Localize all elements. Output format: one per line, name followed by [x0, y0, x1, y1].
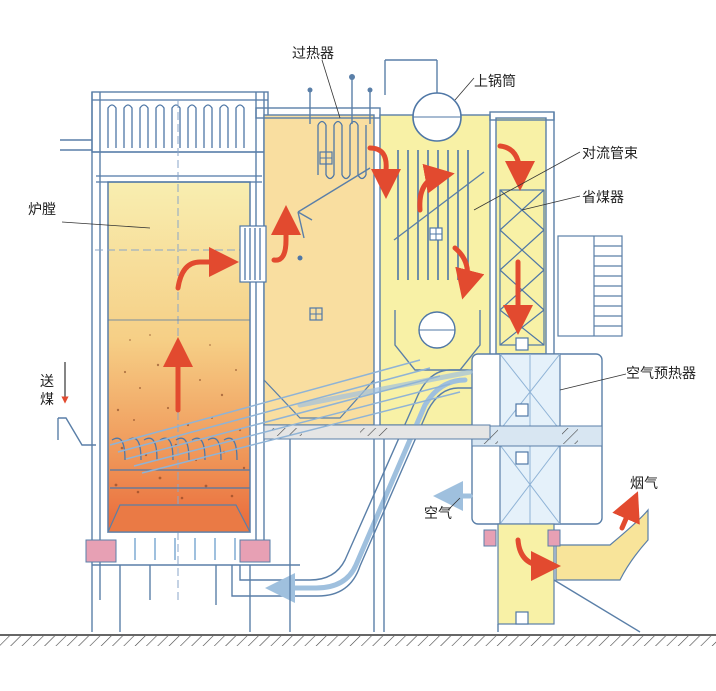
- secondary-air-tubes: [109, 359, 461, 474]
- label-furnace: 炉膛: [28, 202, 56, 218]
- superheater-coil: [317, 120, 367, 180]
- side-ladder: [557, 235, 623, 337]
- furnace-roof-tubes: [91, 91, 269, 183]
- hot-gas-flow: [61, 143, 640, 581]
- label-air: 空气: [424, 506, 452, 522]
- second-pass: [239, 74, 381, 426]
- label-air-preheater: 空气预热器: [626, 366, 696, 382]
- foundation-block: [85, 539, 117, 563]
- label-superheater: 过热器: [292, 46, 334, 62]
- label-upper-drum: 上锅筒: [474, 73, 516, 90]
- air-preheater: [471, 353, 649, 633]
- label-coal-feed-top: 送: [40, 374, 54, 390]
- flue-gas-duct: [555, 508, 649, 581]
- economizer-chamber: [495, 117, 547, 355]
- air-duct: [231, 369, 473, 603]
- economizer-coil: [499, 189, 545, 346]
- foundation-block: [239, 539, 271, 563]
- label-economizer: 省煤器: [582, 190, 624, 206]
- ground: [0, 634, 716, 646]
- label-coal-feed-bottom: 煤: [40, 392, 54, 408]
- label-flue-gas: 烟气: [630, 476, 658, 492]
- superheater-chamber: [263, 114, 375, 426]
- label-convection-bank: 对流管束: [582, 146, 638, 162]
- leader-lines: [61, 59, 627, 511]
- furnace-exit-screen: [239, 225, 267, 283]
- primary-air-nozzles: [134, 538, 236, 560]
